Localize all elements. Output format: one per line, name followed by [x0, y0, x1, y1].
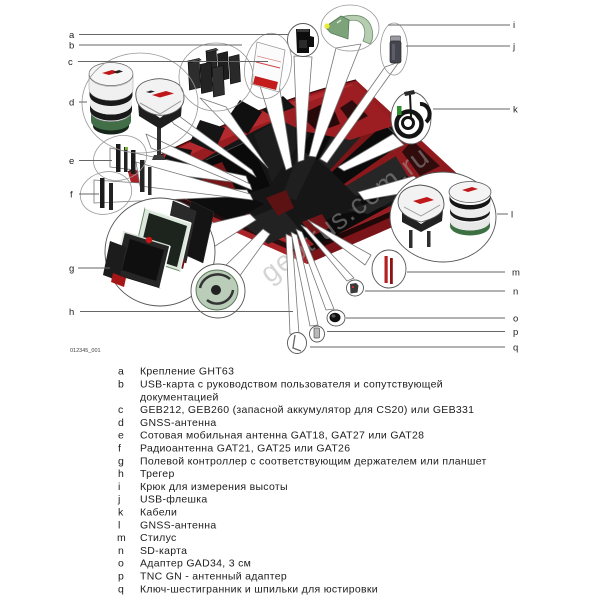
svg-text:l: l: [118, 519, 121, 531]
svg-text:Кабели: Кабели: [140, 507, 177, 519]
svg-text:n: n: [513, 287, 518, 298]
svg-text:GNSS-антенна: GNSS-антенна: [140, 519, 216, 531]
svg-text:m: m: [117, 532, 126, 544]
svg-text:f: f: [118, 443, 121, 455]
svg-text:c: c: [118, 404, 124, 416]
svg-text:e: e: [118, 430, 124, 442]
svg-text:USB-карта с руководством польз: USB-карта с руководством пользователя и …: [140, 379, 443, 391]
svg-text:g: g: [69, 264, 74, 275]
svg-text:j: j: [117, 494, 121, 506]
svg-text:Ключ-шестигранник и шпильки дл: Ключ-шестигранник и шпильки для юстировк…: [140, 583, 378, 595]
svg-text:документацией: документацией: [140, 391, 219, 403]
svg-text:o: o: [118, 558, 124, 570]
svg-text:i: i: [513, 20, 515, 31]
svg-text:b: b: [118, 379, 124, 391]
svg-text:c: c: [68, 57, 73, 68]
svg-text:h: h: [69, 307, 74, 318]
svg-text:Радиоантенна GAT21, GAT25 или: Радиоантенна GAT21, GAT25 или GAT26: [140, 443, 350, 455]
svg-text:a: a: [118, 366, 124, 378]
svg-text:GNSS-антенна: GNSS-антенна: [140, 417, 216, 429]
svg-text:k: k: [118, 507, 124, 519]
svg-text:q: q: [513, 343, 518, 354]
svg-text:Полевой контроллер с соответст: Полевой контроллер с соответствующим дер…: [140, 455, 487, 467]
svg-text:o: o: [513, 314, 518, 325]
svg-text:k: k: [513, 105, 518, 116]
svg-text:Стилус: Стилус: [140, 532, 177, 544]
svg-text:b: b: [69, 41, 74, 52]
svg-text:p: p: [118, 571, 124, 583]
svg-text:j: j: [512, 42, 515, 53]
svg-text:Сотовая мобильная антенна GAT1: Сотовая мобильная антенна GAT18, GAT27 и…: [140, 430, 424, 442]
svg-text:m: m: [512, 268, 520, 279]
svg-text:a: a: [69, 30, 75, 41]
svg-text:p: p: [513, 327, 518, 338]
svg-text:SD-карта: SD-карта: [140, 545, 187, 557]
svg-text:h: h: [118, 468, 124, 480]
svg-text:012345_001: 012345_001: [70, 348, 101, 354]
svg-text:q: q: [118, 583, 124, 595]
svg-text:Трегер: Трегер: [140, 468, 175, 480]
svg-text:l: l: [511, 210, 513, 221]
svg-text:Адаптер GAD34, 3 см: Адаптер GAD34, 3 см: [140, 558, 251, 570]
svg-text:d: d: [118, 417, 124, 429]
svg-text:Крюк для измерения высоты: Крюк для измерения высоты: [140, 481, 288, 493]
svg-text:d: d: [69, 98, 74, 109]
svg-text:Крепление GHT63: Крепление GHT63: [140, 366, 234, 378]
svg-text:n: n: [118, 545, 124, 557]
svg-text:e: e: [69, 156, 74, 167]
svg-text:f: f: [70, 190, 73, 201]
svg-text:USB-флешка: USB-флешка: [140, 494, 208, 506]
svg-text:GEB212, GEB260 (запасной аккум: GEB212, GEB260 (запасной аккумулятор для…: [140, 404, 474, 416]
svg-text:g: g: [118, 455, 124, 467]
svg-text:i: i: [118, 481, 121, 493]
svg-text:TNC GN - антенный адаптер: TNC GN - антенный адаптер: [140, 571, 287, 583]
